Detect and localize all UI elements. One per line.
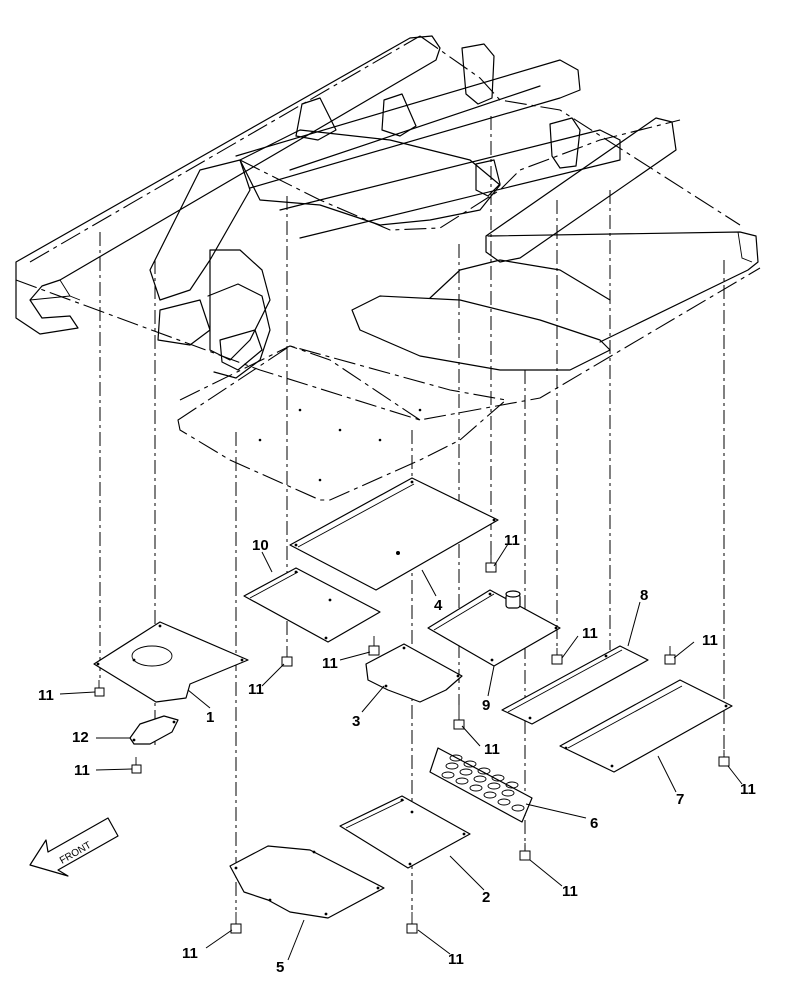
callout-11-i: 11 bbox=[740, 781, 756, 798]
part-12-cover bbox=[129, 715, 179, 745]
callout-11-g: 11 bbox=[702, 632, 718, 649]
front-arrow-icon: FRONT bbox=[29, 817, 119, 877]
bolt-icon bbox=[230, 912, 242, 934]
callout-11-d: 11 bbox=[322, 655, 338, 672]
callout-11-j: 11 bbox=[562, 883, 578, 900]
bolt-icon bbox=[94, 680, 105, 697]
callout-10: 10 bbox=[252, 537, 269, 554]
callout-2: 2 bbox=[482, 889, 490, 906]
main-frame bbox=[15, 35, 761, 421]
callout-4: 4 bbox=[434, 597, 443, 614]
callout-11-f: 11 bbox=[582, 625, 598, 642]
callout-6: 6 bbox=[590, 815, 598, 832]
callout-11-e: 11 bbox=[504, 532, 520, 549]
part-9-cover-plate bbox=[427, 589, 561, 667]
callout-11-l: 11 bbox=[448, 951, 464, 968]
callout-1: 1 bbox=[206, 709, 214, 726]
part-1-cover-plate bbox=[93, 621, 249, 703]
callout-8: 8 bbox=[640, 587, 648, 604]
part-5-cover-plate bbox=[229, 845, 385, 919]
bolt-icon bbox=[406, 912, 418, 934]
floor-plate-outline bbox=[177, 345, 508, 501]
bolt-icon bbox=[551, 648, 563, 665]
callout-11-c: 11 bbox=[248, 681, 264, 698]
callout-9: 9 bbox=[482, 697, 490, 714]
part-2-cover-plate bbox=[339, 795, 471, 869]
callouts: 10 4 8 1 12 3 9 6 7 2 5 11 11 11 11 11 1… bbox=[38, 532, 756, 976]
bolt-icon bbox=[453, 705, 465, 730]
bolt-icon bbox=[131, 757, 142, 774]
callout-5: 5 bbox=[276, 959, 284, 976]
callout-3: 3 bbox=[352, 713, 360, 730]
callout-11-b: 11 bbox=[74, 762, 90, 779]
bolt-icon bbox=[281, 648, 293, 667]
leader-lines bbox=[59, 543, 743, 961]
bolt-icon bbox=[664, 646, 676, 665]
part-8-cover-plate bbox=[501, 645, 649, 725]
callout-11-k: 11 bbox=[182, 945, 198, 962]
callout-11-h: 11 bbox=[484, 741, 500, 758]
bolt-icon bbox=[368, 636, 380, 656]
part-7-cover-plate bbox=[559, 679, 733, 773]
bolt-icon bbox=[718, 750, 730, 767]
part-10-cover-plate bbox=[243, 567, 381, 643]
bolts bbox=[94, 555, 730, 934]
bolt-icon bbox=[519, 843, 531, 861]
part-6-grate bbox=[429, 747, 533, 823]
part-4-cover-plate bbox=[289, 477, 499, 591]
part-3-cover bbox=[365, 643, 463, 703]
bolt-icon bbox=[485, 555, 497, 573]
callout-11-a: 11 bbox=[38, 687, 54, 704]
callout-12: 12 bbox=[72, 729, 89, 746]
callout-7: 7 bbox=[676, 791, 684, 808]
